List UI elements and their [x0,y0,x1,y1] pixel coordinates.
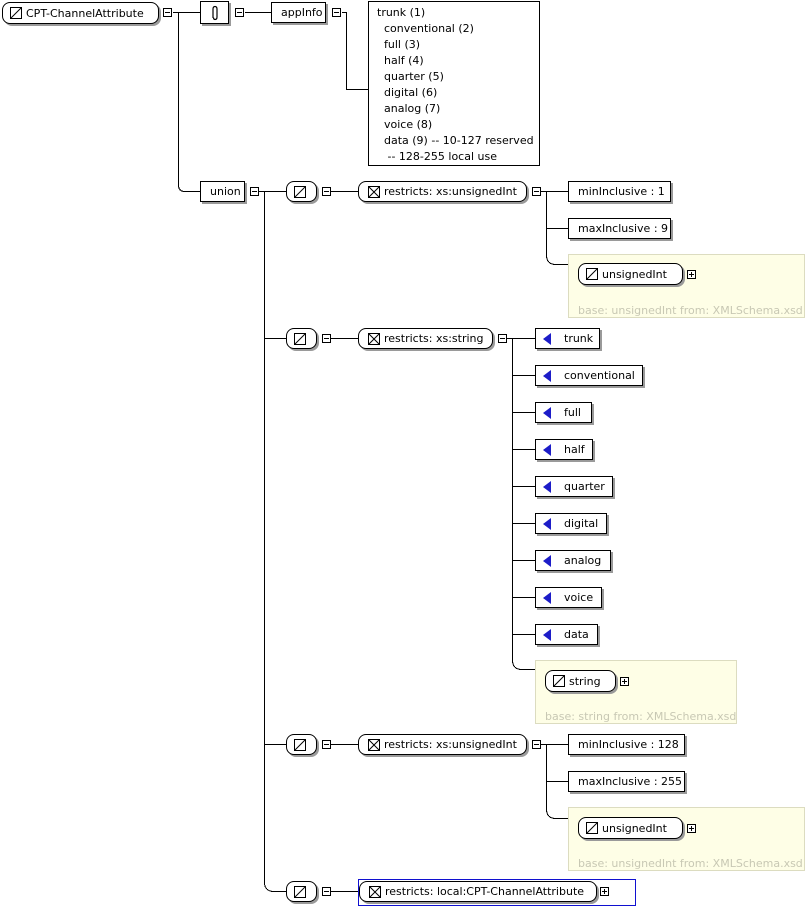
facet-max-inclusive[interactable]: maxInclusive : 255 [568,771,685,792]
enumeration-icon [543,554,551,567]
base-type-unsignedint[interactable]: unsignedInt [578,817,683,839]
branch-1-simple-type[interactable] [286,181,317,202]
enumeration-icon [543,591,551,604]
branch-1-restriction-toggle[interactable] [532,187,541,196]
enumeration-icon [543,406,551,419]
enumeration-label: data [564,628,589,641]
simple-type-icon [553,675,565,687]
enumeration-label: analog [564,554,602,567]
enumeration-item[interactable]: digital [535,513,607,534]
restriction-icon [368,738,380,751]
appinfo-documentation: trunk (1) conventional (2) full (3) half… [368,1,540,166]
simple-type-icon [10,7,22,19]
facet-label: maxInclusive : 9 [578,222,669,235]
enumeration-icon [543,517,551,530]
facet-label: minInclusive : 128 [578,738,679,751]
root-simple-type[interactable]: CPT-ChannelAttribute [2,2,159,24]
simple-type-icon [294,185,306,198]
root-label: CPT-ChannelAttribute [26,6,144,20]
restriction-icon [368,185,380,198]
enumeration-item[interactable]: trunk [535,328,600,349]
enumeration-item[interactable]: full [535,402,592,423]
base-type-expand-toggle[interactable] [687,270,696,279]
union-collapse-toggle[interactable] [250,187,259,196]
simple-type-icon [586,822,598,834]
enumeration-icon [543,369,551,382]
simple-type-icon [586,268,598,280]
base-type-unsignedint[interactable]: unsignedInt [578,263,683,285]
base-type-info: base: unsignedInt from: XMLSchema.xsd [578,304,803,317]
enumeration-label: digital [564,517,599,530]
restriction-label: restricts: xs:unsignedInt [384,185,517,198]
base-type-info: base: string from: XMLSchema.xsd [545,710,737,723]
enumeration-item[interactable]: data [535,624,598,645]
appinfo-collapse-toggle[interactable] [332,8,341,17]
facet-min-inclusive[interactable]: minInclusive : 1 [568,181,671,202]
base-type-label: unsignedInt [602,821,667,835]
base-type-expand-toggle[interactable] [620,677,629,686]
enumeration-icon [543,480,551,493]
base-type-info: base: unsignedInt from: XMLSchema.xsd [578,857,803,870]
enumeration-icon [543,628,551,641]
enumeration-icon [543,332,551,345]
restriction-icon [368,332,380,345]
enumeration-item[interactable]: conventional [535,365,643,386]
branch-3-restriction-toggle[interactable] [532,740,541,749]
branch-3-restriction[interactable]: restricts: xs:unsignedInt [358,734,527,755]
base-type-label: string [569,674,601,688]
union-label: union [210,185,241,198]
branch-4-simple-type[interactable] [286,881,317,902]
annotation-collapse-toggle[interactable] [235,8,244,17]
branch-1-restriction[interactable]: restricts: xs:unsignedInt [358,181,527,202]
enumeration-label: half [564,443,585,456]
simple-type-icon [294,738,306,751]
facet-label: minInclusive : 1 [578,185,665,198]
enumeration-label: conventional [564,369,635,382]
branch-2-simple-type[interactable] [286,328,317,349]
restriction-label: restricts: local:CPT-ChannelAttribute [385,885,585,898]
annotation-node[interactable] [200,1,229,24]
enumeration-label: quarter [564,480,605,493]
facet-min-inclusive[interactable]: minInclusive : 128 [568,734,685,755]
restriction-icon [369,885,381,898]
facet-label: maxInclusive : 255 [578,775,683,788]
paperclip-icon [211,5,218,20]
union-node[interactable]: union [200,181,245,202]
enumeration-label: trunk [564,332,594,345]
root-collapse-toggle[interactable] [163,8,172,17]
enumeration-label: voice [564,591,594,604]
enumeration-item[interactable]: half [535,439,593,460]
enumeration-icon [543,443,551,456]
facet-max-inclusive[interactable]: maxInclusive : 9 [568,218,671,239]
base-type-string[interactable]: string [545,670,616,692]
restriction-label: restricts: xs:unsignedInt [384,738,517,751]
enumeration-item[interactable]: voice [535,587,602,608]
branch-4-collapse-toggle[interactable] [322,887,331,896]
enumeration-item[interactable]: analog [535,550,611,571]
branch-2-restriction[interactable]: restricts: xs:string [358,328,493,349]
enumeration-item[interactable]: quarter [535,476,613,497]
appinfo-label: appInfo [281,6,323,19]
branch-4-restriction[interactable]: restricts: local:CPT-ChannelAttribute [359,881,597,902]
base-type-label: unsignedInt [602,267,667,281]
branch-2-collapse-toggle[interactable] [322,334,331,343]
branch-4-expand-toggle[interactable] [600,887,609,896]
base-type-expand-toggle[interactable] [687,824,696,833]
branch-3-simple-type[interactable] [286,734,317,755]
branch-1-collapse-toggle[interactable] [322,187,331,196]
branch-2-restriction-toggle[interactable] [498,334,507,343]
simple-type-icon [294,885,306,898]
branch-3-collapse-toggle[interactable] [322,740,331,749]
enumeration-label: full [564,406,581,419]
restriction-label: restricts: xs:string [384,332,484,345]
simple-type-icon [294,332,306,345]
appinfo-node[interactable]: appInfo [271,2,326,23]
